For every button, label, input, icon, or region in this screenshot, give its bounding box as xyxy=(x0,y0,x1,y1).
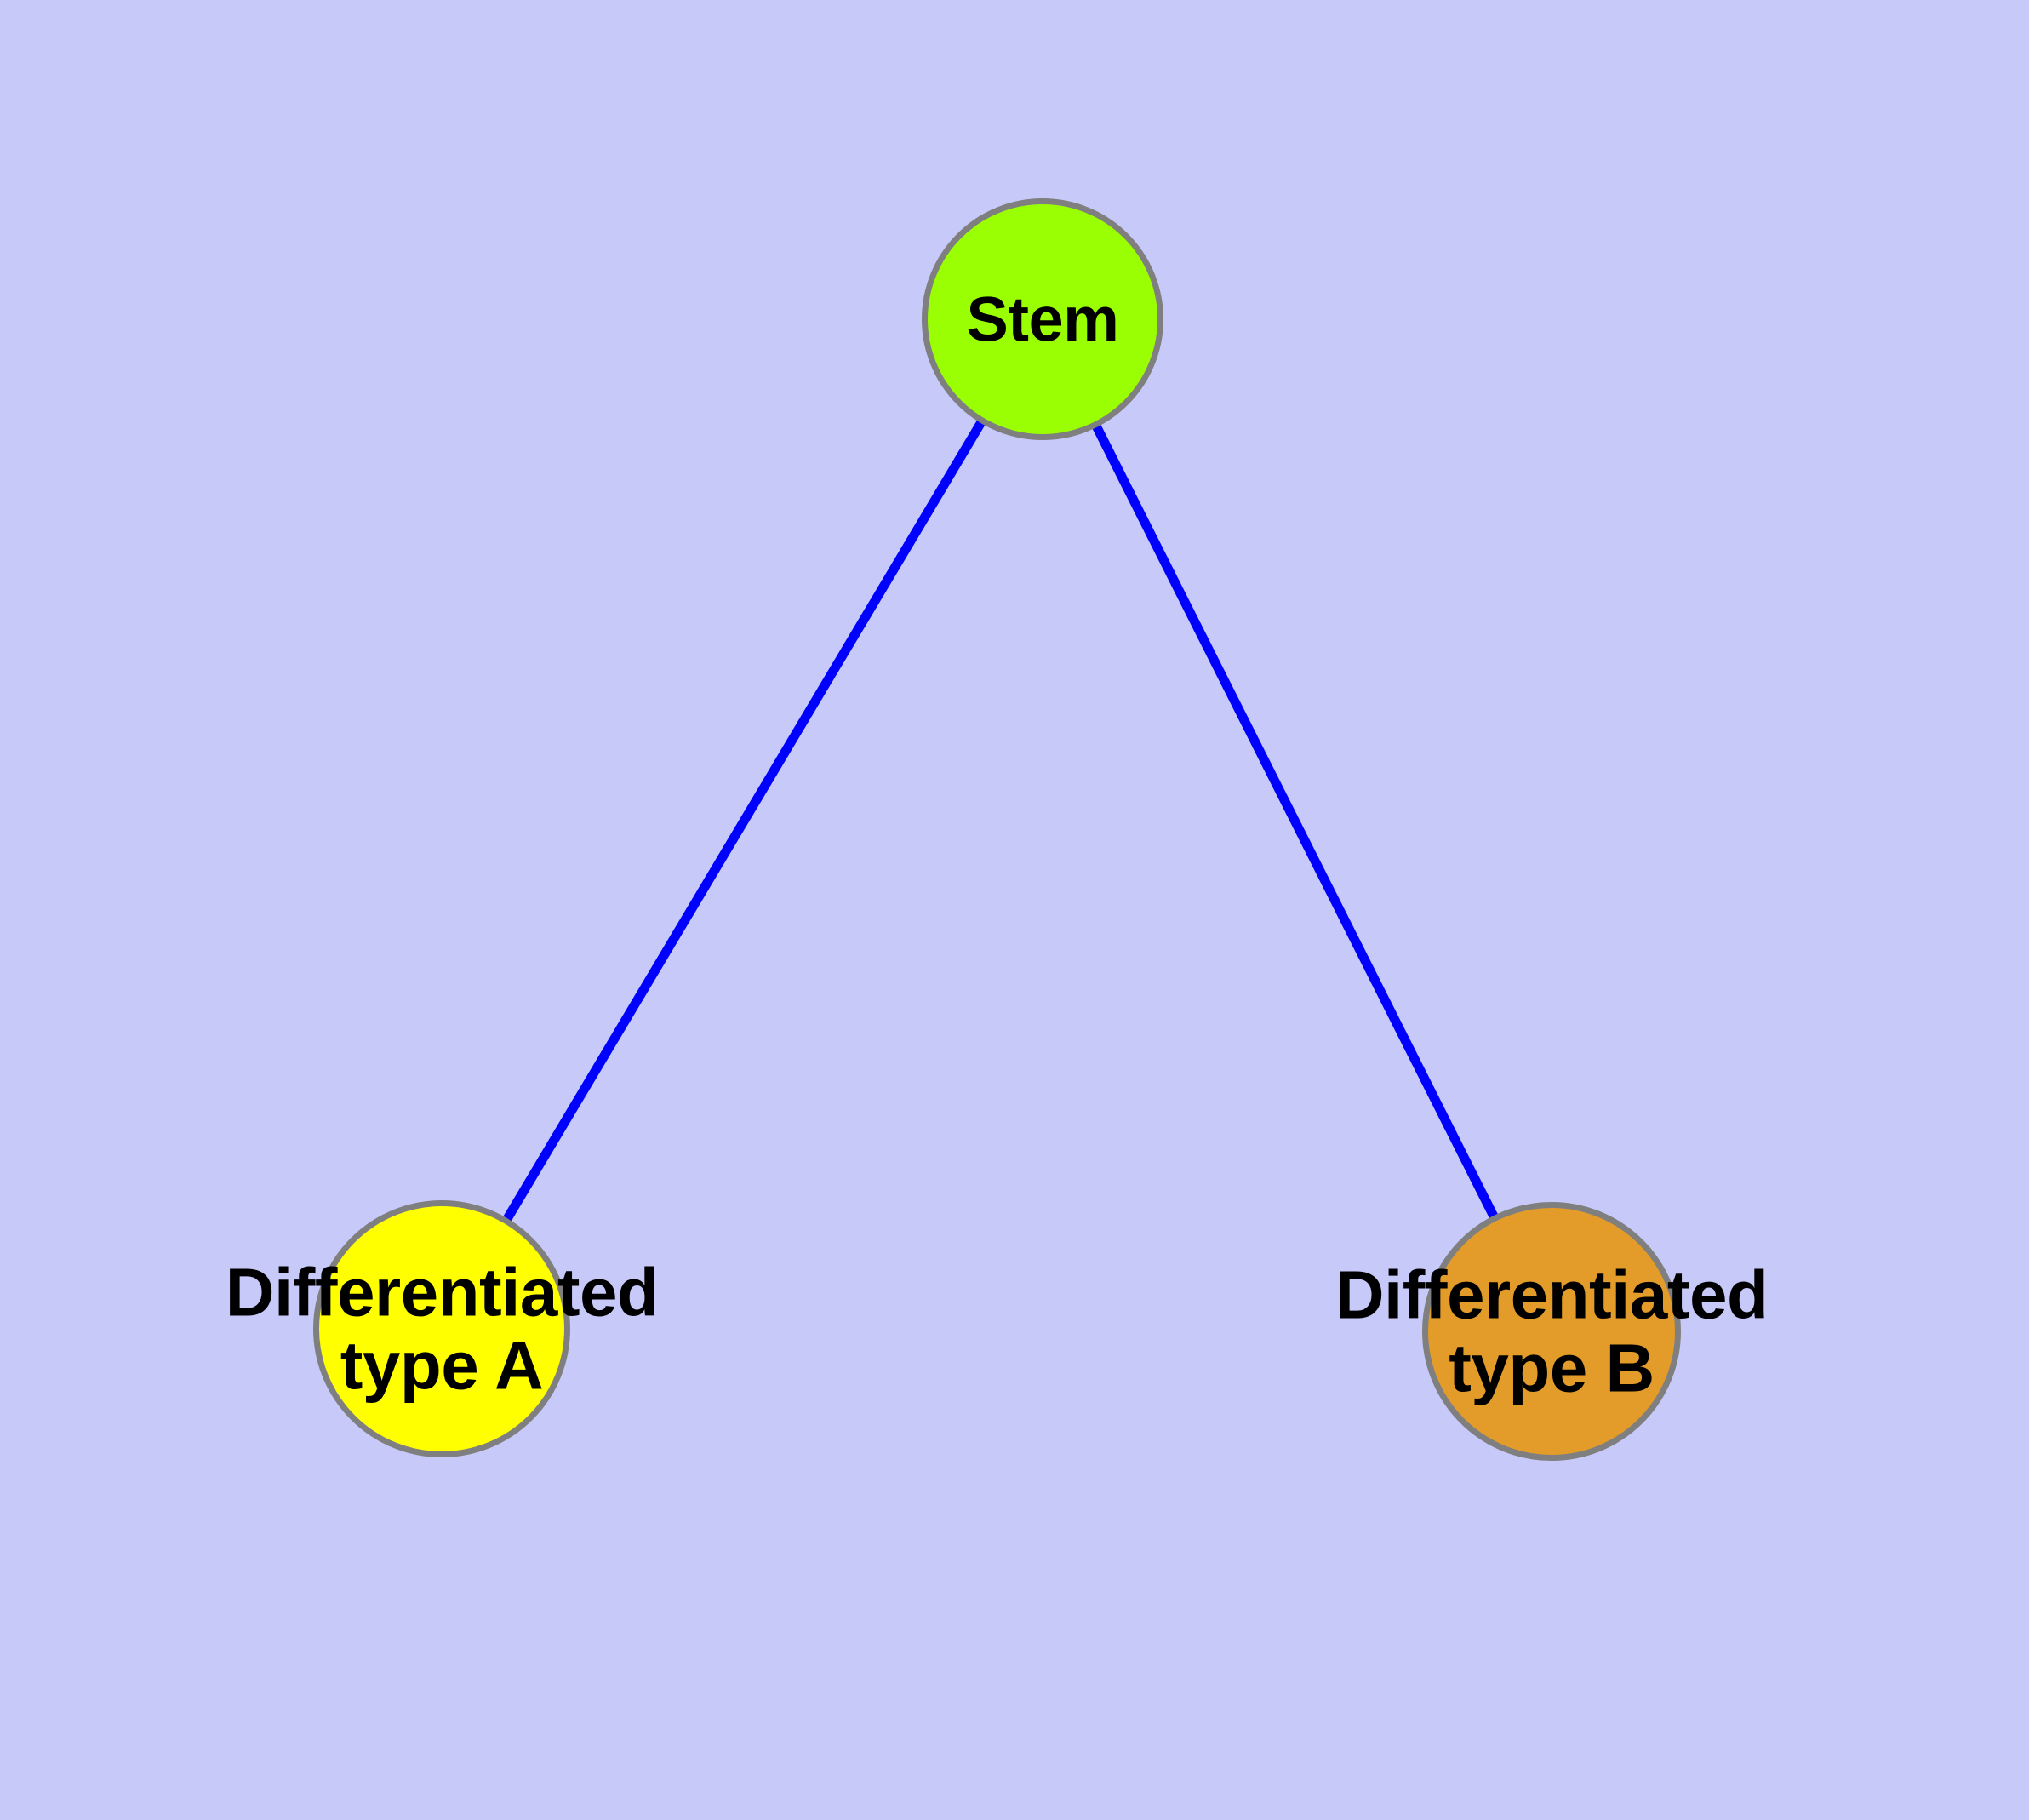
edge-stem-to-diff-a xyxy=(437,317,1047,1331)
edge-stem-to-diff-b xyxy=(1038,317,1556,1334)
node-label-stem: Stem xyxy=(966,283,1119,355)
node-label-differentiated-type-b: Differentiated type B xyxy=(1335,1256,1769,1405)
node-stem[interactable] xyxy=(922,198,1163,440)
node-label-differentiated-type-a: Differentiated type A xyxy=(225,1254,659,1403)
node-differentiated-type-b[interactable] xyxy=(1422,1202,1681,1461)
node-differentiated-type-a[interactable] xyxy=(313,1200,570,1457)
